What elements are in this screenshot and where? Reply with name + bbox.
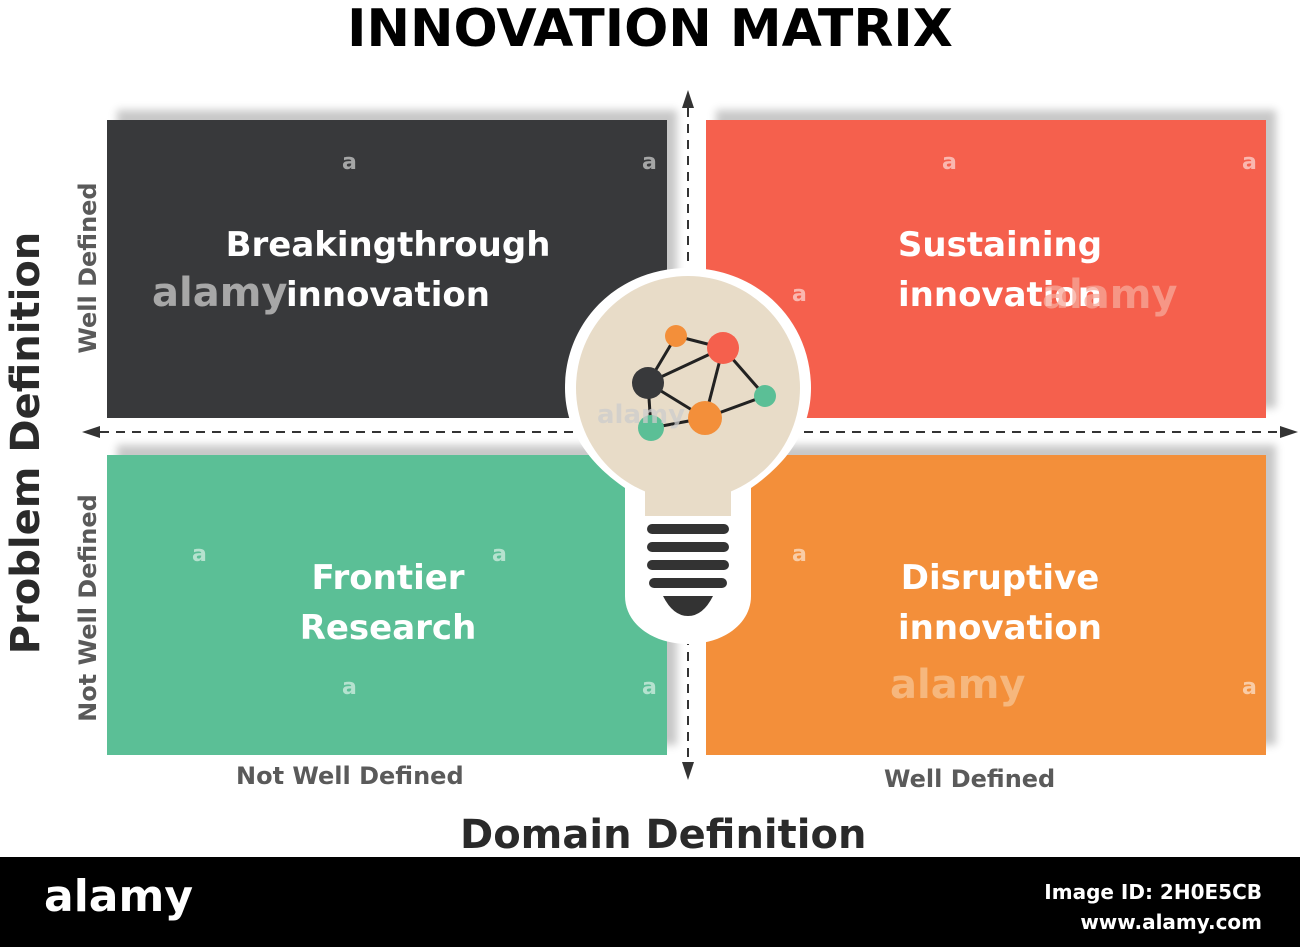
watermark-mark: a [342,675,357,700]
watermark-center: alamy [597,400,686,430]
quadrant-label-top-left: Breakingthrough innovation [188,220,588,320]
watermark-mark: a [942,150,957,175]
quadrant-label-line1: Sustaining [897,225,1103,265]
quadrant-label-line2: innovation [898,275,1102,315]
watermark-mark: a [492,542,507,567]
lightbulb-network-icon [565,268,811,644]
x-axis-title: Domain Definition [460,812,867,858]
watermark-mark: a [642,675,657,700]
x-axis-left-label: Not Well Defined [236,762,464,790]
watermark-right: alamy [1042,272,1178,318]
watermark-mark: a [792,542,807,567]
watermark-left: alamy [152,270,288,316]
quadrant-label-top-right: Sustaining innovation [800,220,1200,320]
footer-site: www.alamy.com [1080,910,1262,934]
watermark-mark: a [1242,675,1257,700]
watermark-mark: a [642,150,657,175]
quadrant-label-line1: Frontier [311,558,465,598]
quadrant-label-bottom-right: Disruptive innovation [800,553,1200,653]
quadrant-bottom-right [706,455,1266,755]
quadrant-label-line2: Research [299,608,477,648]
footer-image-id: Image ID: 2H0E5CB [1044,880,1262,904]
page-title: INNOVATION MATRIX [347,0,953,59]
y-axis-title: Problem Definition [3,231,49,655]
quadrant-label-line1: Breakingthrough [225,225,551,265]
quadrant-label-line2: innovation [898,608,1102,648]
quadrant-label-line2: innovation [286,275,490,315]
x-axis-right-label: Well Defined [884,765,1056,793]
quadrant-label-line1: Disruptive [900,558,1100,598]
footer-logo: alamy [44,871,193,922]
y-axis-top-label: Well Defined [74,182,102,354]
watermark-mark: a [792,282,807,307]
horizontal-axis-arrow [82,426,1298,438]
footer-image-info: Image ID: 2H0E5CB www.alamy.com [1044,877,1262,937]
footer-bar: alamy Image ID: 2H0E5CB www.alamy.com [0,857,1300,947]
watermark-bottom-right: alamy [890,662,1026,708]
quadrant-label-bottom-left: Frontier Research [188,553,588,653]
bulb-base [647,524,729,616]
quadrant-bottom-left [107,455,667,755]
y-axis-bottom-label: Not Well Defined [74,494,102,722]
watermark-mark: a [1242,150,1257,175]
watermark-mark: a [192,542,207,567]
watermark-mark: a [342,150,357,175]
